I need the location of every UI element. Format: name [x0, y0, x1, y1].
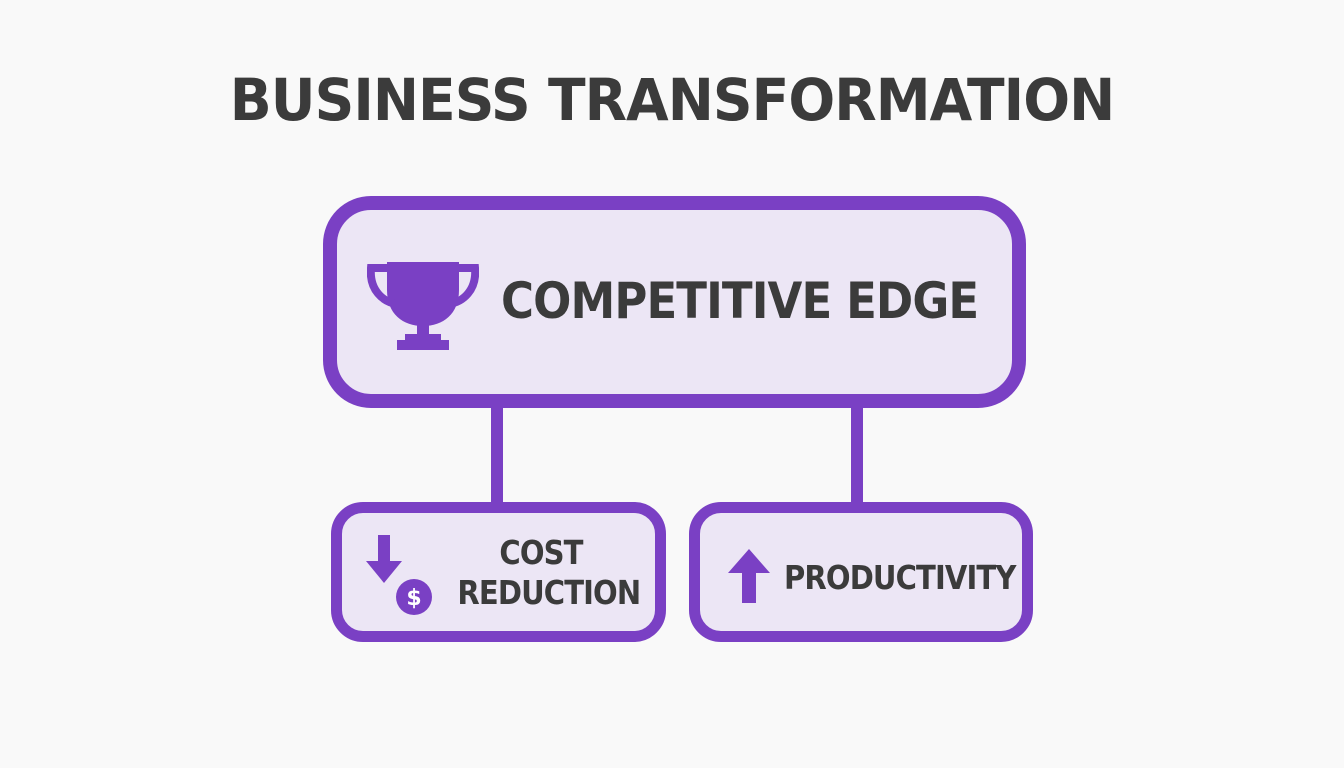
productivity-node: PRODUCTIVITY [689, 502, 1033, 642]
diagram-title: BUSINESS TRANSFORMATION [229, 66, 1115, 134]
arrow-down-dollar-icon: $ [366, 535, 438, 621]
svg-text:$: $ [406, 586, 421, 611]
connector-left [491, 402, 503, 510]
arrow-up-icon [728, 549, 770, 603]
trophy-icon [367, 250, 479, 350]
cost-reduction-label: COST REDUCTION [457, 533, 641, 612]
competitive-edge-node: COMPETITIVE EDGE [323, 196, 1026, 408]
connector-right [851, 402, 863, 510]
competitive-edge-label: COMPETITIVE EDGE [501, 272, 979, 330]
productivity-label: PRODUCTIVITY [784, 558, 1016, 597]
cost-reduction-node: $ COST REDUCTION [331, 502, 666, 642]
